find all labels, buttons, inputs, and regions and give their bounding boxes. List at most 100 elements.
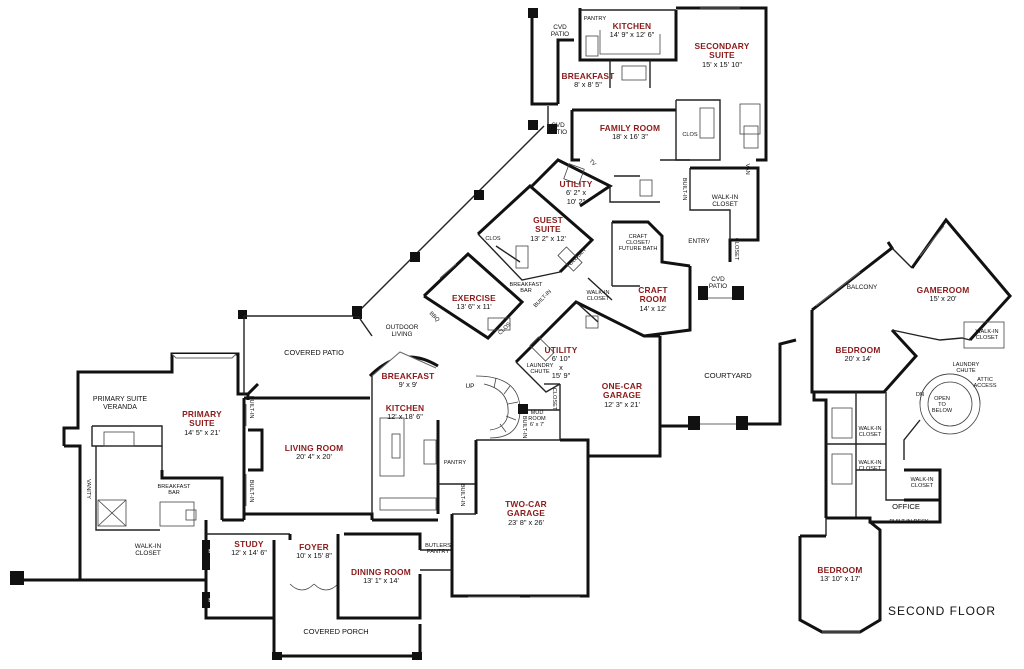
closet-label-entry: CLOSET <box>733 237 740 261</box>
room-breakfast-mid: BREAKFAST 9' x 9' <box>382 371 435 390</box>
room-name: STUDY <box>234 539 264 549</box>
room-name-line1: TWO-CAR <box>505 499 547 509</box>
room-study: STUDY 12' x 14' 6" <box>231 539 267 558</box>
dn-label: DN <box>915 392 925 398</box>
walk-in-text: WALK-IN <box>858 426 882 432</box>
room-kitchen-top: KITCHEN 14' 9" x 12' 6" <box>609 21 655 40</box>
room-name: DINING ROOM <box>351 567 411 577</box>
room-dim: 13' 2" x 12' <box>530 233 566 243</box>
room-dim: 15' x 15' 10" <box>702 59 742 69</box>
butlers-text: BUTLERS <box>425 543 451 549</box>
closet-text: CLOSET <box>975 335 999 342</box>
walk-in-closet-craft: WALK-IN CLOSET <box>586 290 609 302</box>
room-family-room: FAMILY ROOM 18' x 16' 3" <box>600 123 660 142</box>
cvd-text: CVD <box>711 276 725 283</box>
room-bedroom-lower: BEDROOM 13' 10" x 17' <box>817 565 863 584</box>
cvd-text: CVD <box>553 24 567 31</box>
room-dim: 14' 9" x 12' 6" <box>609 30 655 40</box>
room-dim-line1: 6' 2" x <box>565 188 587 198</box>
built-in-label-family: BUILT-IN <box>681 177 688 201</box>
walk-in-closet-secondary: WALK-IN CLOSET <box>712 194 738 208</box>
room-guest-suite: GUEST SUITE 13' 2" x 12' <box>530 215 566 243</box>
diagonal-wing <box>352 124 692 393</box>
chute-text: CHUTE <box>956 368 976 375</box>
second-floor-walls <box>798 217 1012 634</box>
second-floor-title: SECOND FLOOR <box>888 604 997 618</box>
closet-label-mud: CLOSET <box>551 387 558 411</box>
room-name: FOYER <box>299 542 329 552</box>
up-label: UP <box>465 383 475 390</box>
room-dim-line1: 6' 10" <box>551 354 571 364</box>
closet-text: CLOSET <box>712 201 738 209</box>
closet-text: CLOSET/ <box>626 240 650 247</box>
balcony-label: BALCONY <box>846 284 878 291</box>
room-dim: 12' 3" x 21' <box>604 399 640 409</box>
garage-walls <box>450 336 797 598</box>
room-dim: 10' x 15' 8" <box>296 551 332 561</box>
bar-text: BAR <box>168 490 180 497</box>
room-living-room: LIVING ROOM 20' 4" x 20' <box>284 443 344 462</box>
closet-text: CLOSET <box>135 550 161 558</box>
room-foyer: FOYER 10' x 15' 8" <box>296 542 332 561</box>
room-bedroom-upper: BEDROOM 20' x 14' <box>835 345 881 364</box>
breakfast-bar-guest: BREAKFAST BAR <box>510 282 543 294</box>
cvd-patio-right-label: CVD PATIO <box>709 276 727 290</box>
room-dim: 13' 1" x 14' <box>363 576 399 586</box>
closet-text: CLOSET <box>910 483 934 490</box>
attic-text: ATTIC <box>977 377 993 383</box>
closet-text: CLOSET <box>858 432 882 439</box>
built-in-label-mud: BUILT-IN <box>521 415 528 439</box>
office-label: OFFICE <box>892 502 920 511</box>
room-name-line1: PRIMARY <box>182 409 222 419</box>
craft-text: CRAFT <box>628 234 648 240</box>
vanity-label: VANITY <box>85 479 92 499</box>
room-secondary-suite: SECONDARY SUITE 15' x 15' 10" <box>694 41 750 69</box>
laundry-chute-upper: LAUNDRY CHUTE <box>953 362 980 374</box>
walk-in-closet-gameroom: WALK-IN CLOSET <box>975 329 998 341</box>
room-dim: 14' x 12' <box>639 303 667 313</box>
walk-in-text: WALK-IN <box>711 194 739 201</box>
room-dim: 13' 6" x 11' <box>456 302 492 312</box>
room-name-line2: SUITE <box>535 224 561 235</box>
room-name-line1: ONE-CAR <box>601 381 643 391</box>
room-dim: 23' 8" x 26' <box>508 517 544 527</box>
room-name-line1: CRAFT <box>638 285 668 295</box>
laundry-text: LAUNDRY <box>952 362 980 368</box>
room-dim: 13' 10" x 17' <box>820 574 860 584</box>
walk-in-text: WALK-IN <box>858 460 882 466</box>
left-wing-walls <box>10 352 250 585</box>
room-exercise: EXERCISE 13' 6" x 11' <box>452 293 496 312</box>
clos-label-secondary: CLOS <box>682 132 698 138</box>
primary-suite-text: PRIMARY SUITE <box>92 396 148 403</box>
bi-label-top: BI <box>208 549 214 555</box>
room-name-line2: GARAGE <box>507 508 545 519</box>
mud-room-label: MUD ROOM 6' x 7' <box>528 410 545 428</box>
room-name: LIVING ROOM <box>284 443 344 453</box>
laundry-text: LAUNDRY <box>526 363 554 369</box>
top-wing <box>528 6 768 300</box>
room-dim: 12' x 18' 6" <box>387 412 423 422</box>
room-name-line1: SECONDARY <box>694 41 750 51</box>
outdoor-living-label: OUTDOOR LIVING <box>386 324 419 338</box>
room-dining-room: DINING ROOM 13' 1" x 14' <box>351 567 411 586</box>
room-dim-line3: 15' 9" <box>551 370 571 380</box>
walk-in-text: WALK-IN <box>134 543 162 550</box>
walk-in-closet-primary: WALK-IN CLOSET <box>135 543 161 557</box>
outdoor-text: OUTDOOR <box>385 324 419 331</box>
bar-text: BAR <box>520 288 532 295</box>
room-name-line2: ROOM <box>639 294 667 305</box>
room-dim: 15' x 20' <box>929 294 957 304</box>
room-name: UTILITY <box>544 345 578 355</box>
room-name: BEDROOM <box>835 345 881 355</box>
below-text: BELOW <box>931 408 953 415</box>
room-text: ROOM <box>528 416 546 423</box>
room-two-car-garage: TWO-CAR GARAGE 23' 8" x 26' <box>505 499 547 527</box>
cvd-patio-top-label: CVD PATIO <box>551 24 569 38</box>
room-kitchen-mid: KITCHEN 12' x 18' 6" <box>386 403 425 422</box>
van-label: VAN <box>744 163 751 175</box>
room-name: BEDROOM <box>817 565 863 575</box>
covered-porch-label: COVERED PORCH <box>303 627 369 636</box>
walk-in-closet-upper-1: WALK-IN CLOSET <box>858 426 881 438</box>
walk-in-closet-upper-3: WALK-IN CLOSET <box>910 477 933 489</box>
